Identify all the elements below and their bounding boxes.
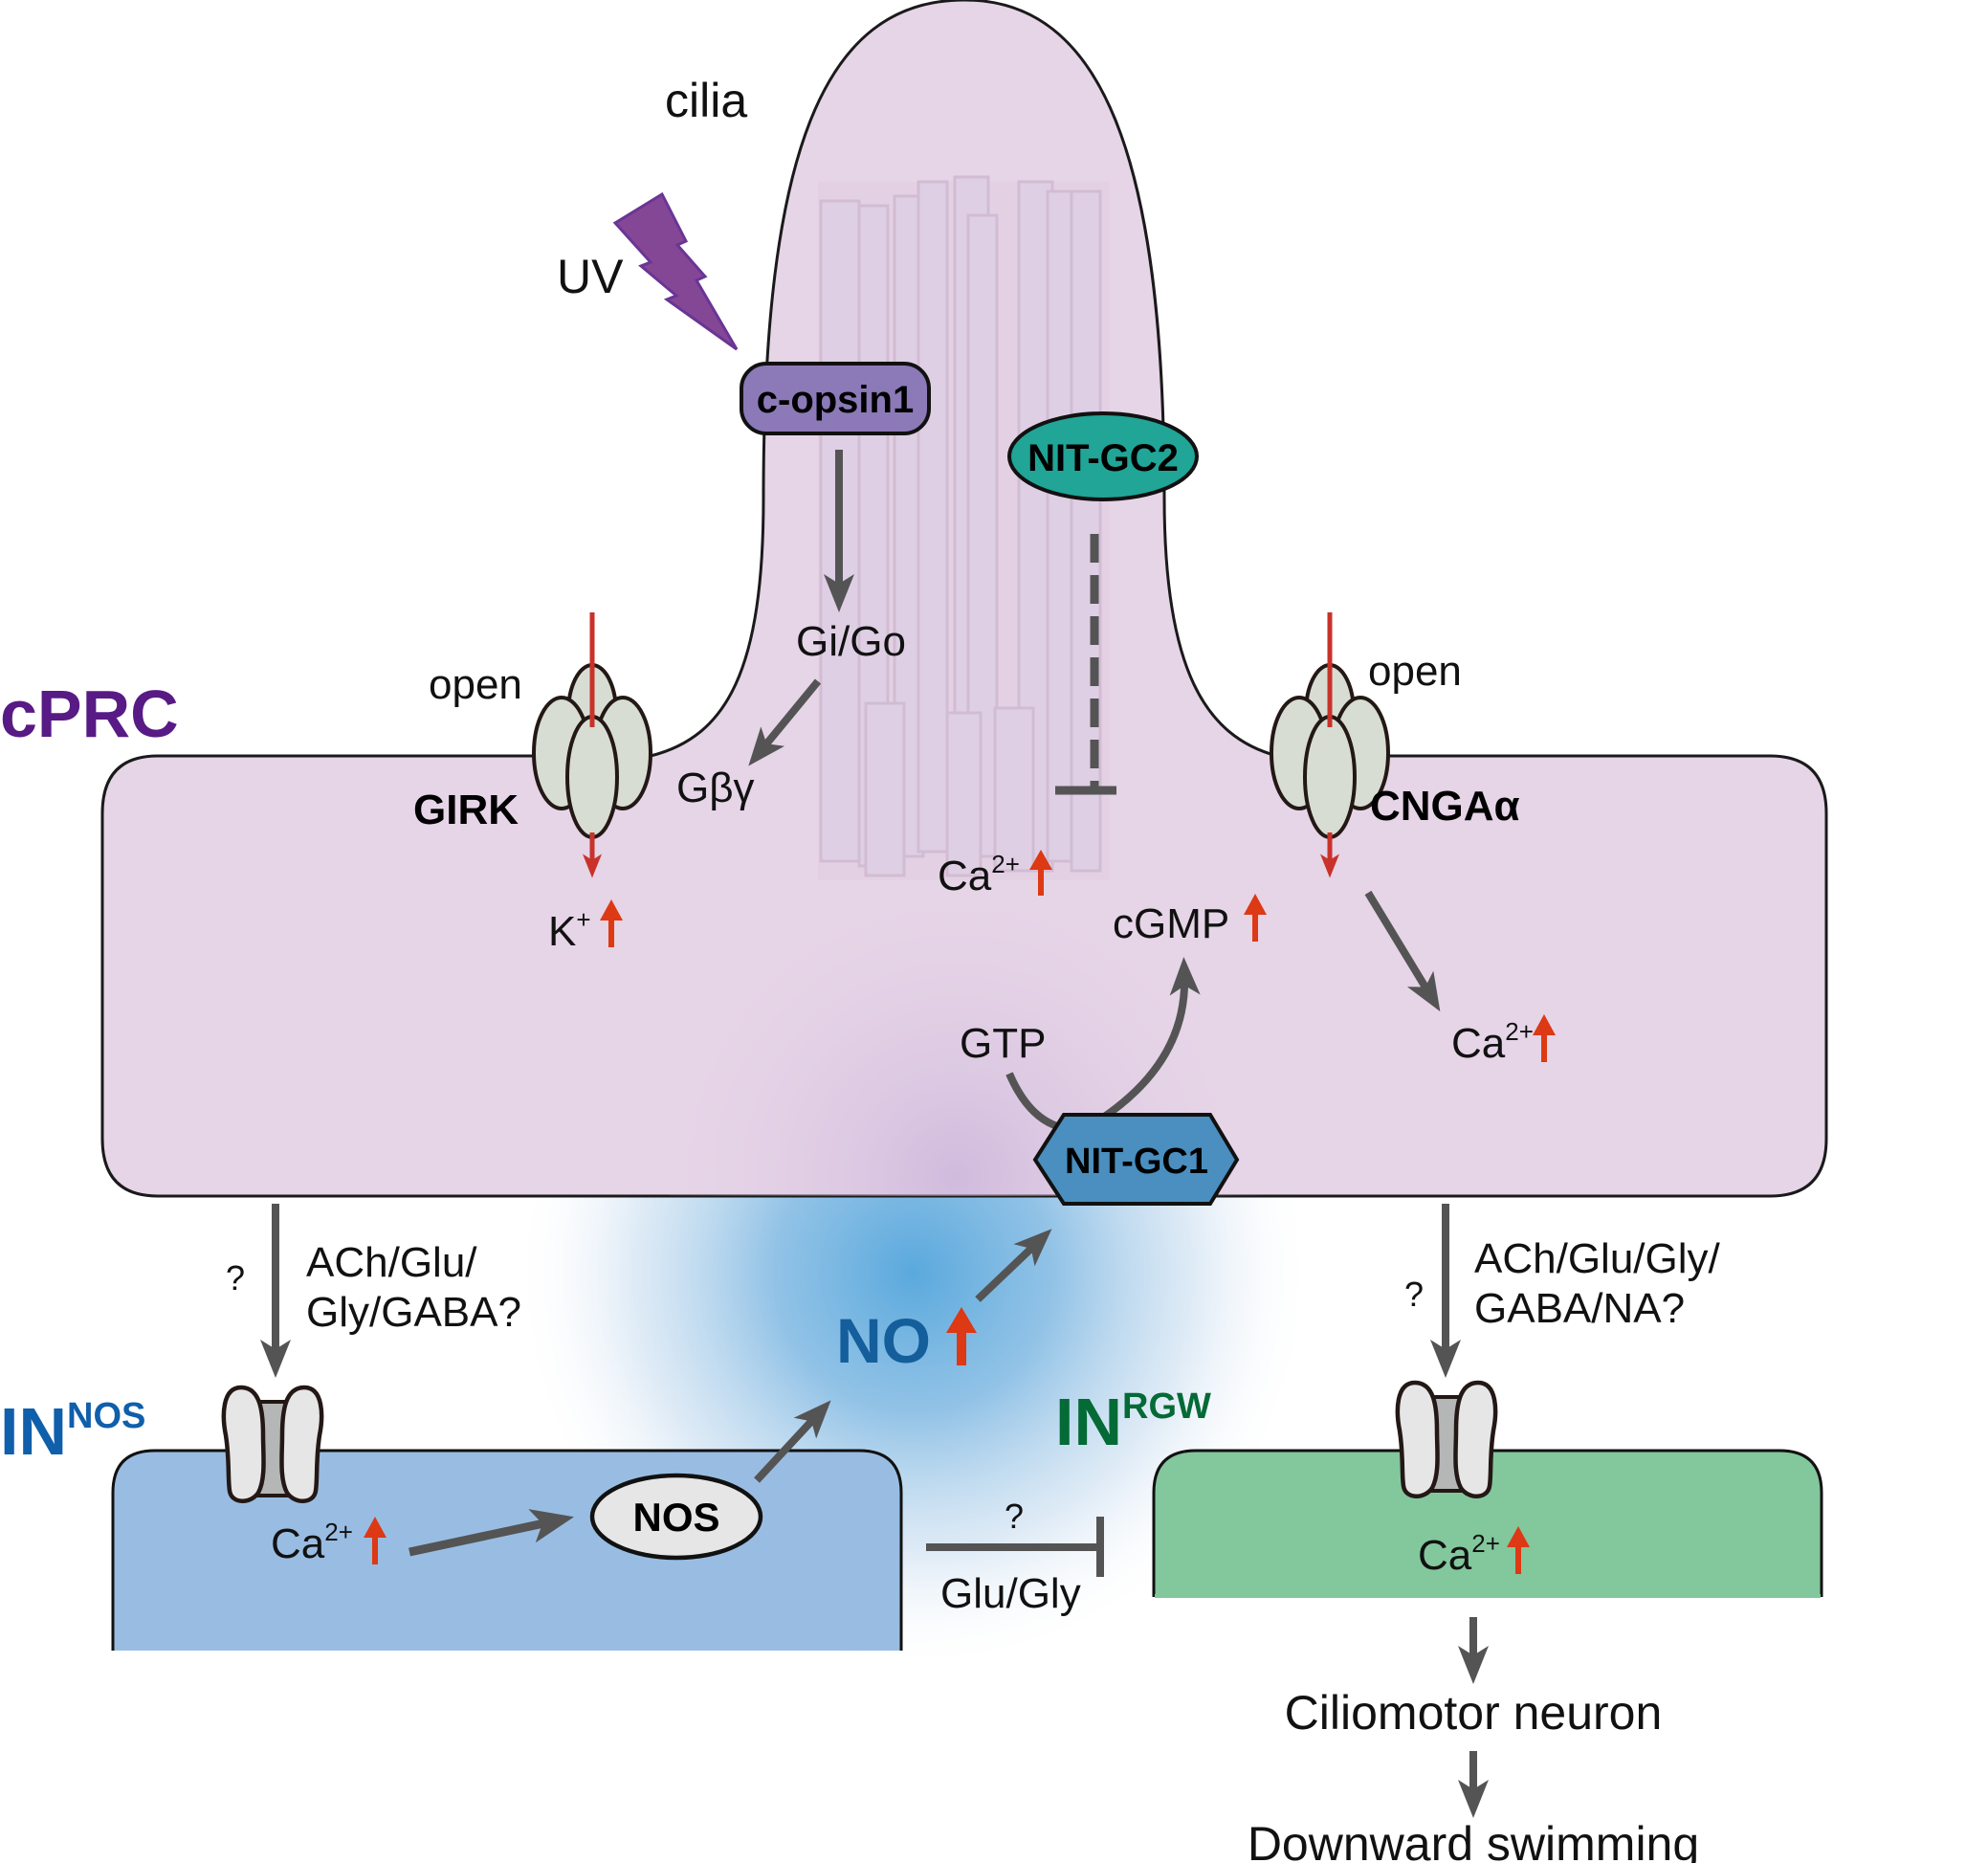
inrgw-label: INRGW (1055, 1385, 1211, 1459)
svg-text:Ca2+: Ca2+ (938, 850, 1020, 899)
ca-label: Ca (938, 853, 992, 899)
inhibition-transmitters: Glu/Gly (940, 1570, 1081, 1617)
ca-charge: 2+ (991, 850, 1020, 878)
girk-channel (532, 612, 652, 878)
cgmp-increase: cGMP (1113, 894, 1267, 947)
nos-enzyme: NOS (589, 1473, 763, 1561)
no-label: NO (836, 1305, 931, 1376)
cprc-to-innos-transmitters-line2: Gly/GABA? (306, 1289, 521, 1336)
cilia-label: cilia (665, 74, 747, 127)
c-opsin1-receptor: c-opsin1 (740, 362, 931, 435)
cilia-calcium-increase: Ca2+ (938, 850, 1052, 899)
svg-text:Ca2+: Ca2+ (1451, 1017, 1534, 1067)
cell-calcium-increase: Ca2+ (1451, 1014, 1556, 1067)
k-label: K (548, 908, 576, 955)
axoneme-microtubules (818, 175, 1110, 880)
ca-label: Ca (1451, 1020, 1506, 1067)
cnga-state-label: open (1368, 648, 1462, 695)
svg-text:K+: K+ (548, 905, 591, 955)
uv-label: UV (557, 250, 624, 303)
ca-charge: 2+ (1505, 1017, 1534, 1046)
k-charge: + (576, 905, 590, 934)
up-arrow-icon (1029, 850, 1052, 896)
no-increase-arrow-icon (946, 1307, 977, 1365)
cgmp-label: cGMP (1113, 900, 1229, 947)
cnga-channel (1270, 612, 1390, 878)
gtp-label: GTP (960, 1020, 1046, 1067)
up-arrow-icon (600, 899, 623, 947)
innos-calcium-increase: Ca2+ (271, 1517, 387, 1567)
no-to-nit-gc1-arrow (975, 1229, 1052, 1302)
svg-text:Ca2+: Ca2+ (271, 1518, 353, 1567)
nit-gc1-label: NIT-GC1 (1065, 1142, 1208, 1182)
potassium-increase: K+ (548, 899, 623, 955)
up-arrow-icon (1244, 894, 1267, 942)
cprc-label: cPRC (0, 676, 179, 751)
cprc-to-inrgw-transmitters-line1: ACh/Glu/Gly/ (1474, 1235, 1721, 1282)
inrgw-calcium-increase: Ca2+ (1418, 1526, 1530, 1579)
inrgw-receptor-channel (1395, 1380, 1498, 1498)
svg-text:Ca2+: Ca2+ (1418, 1529, 1500, 1579)
innos-label: INNOS (0, 1394, 145, 1469)
gi-go-label: Gi/Go (796, 618, 906, 665)
g-beta-gamma-label: Gβγ (676, 765, 755, 811)
gigo-to-gbg-arrow (748, 678, 822, 766)
nit-gc1-enzyme: NIT-GC1 (1032, 1113, 1240, 1206)
cnga-to-calcium-arrow (1364, 890, 1441, 1012)
c-opsin1-label: c-opsin1 (757, 379, 914, 421)
cprc-to-inrgw-question: ? (1404, 1275, 1424, 1314)
girk-state-label: open (429, 661, 522, 708)
downward-swimming-label: Downward swimming (1248, 1817, 1699, 1863)
cnga-label: CNGAα (1370, 783, 1520, 830)
nit-gc2-label: NIT-GC2 (1027, 437, 1179, 479)
cprc-to-innos-question: ? (226, 1258, 245, 1297)
calcium-to-nos-arrow (409, 1509, 575, 1557)
up-arrow-icon (1533, 1014, 1556, 1062)
cprc-to-inrgw-transmitters-line2: GABA/NA? (1474, 1285, 1685, 1332)
nos-to-no-arrow (754, 1400, 831, 1483)
ciliomotor-neuron-label: Ciliomotor neuron (1285, 1686, 1663, 1740)
girk-label: GIRK (413, 787, 519, 833)
cprc-to-innos-transmitters-line1: ACh/Glu/ (306, 1239, 477, 1286)
nit-gc2-enzyme: NIT-GC2 (1007, 411, 1199, 501)
inhibition-question: ? (1005, 1497, 1024, 1536)
nos-label: NOS (632, 1495, 719, 1540)
innos-receptor-channel (221, 1385, 324, 1503)
uv-lightning-icon (612, 191, 739, 351)
